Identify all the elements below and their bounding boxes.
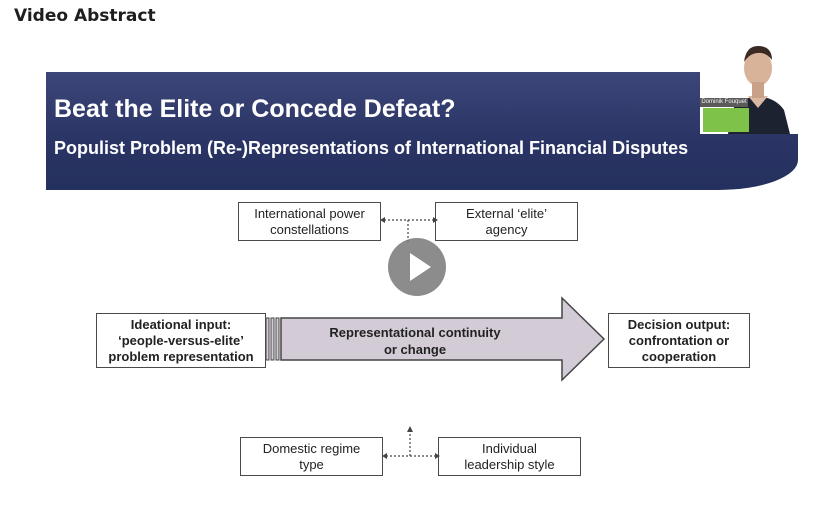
external-elite-box: External ‘elite’ agency xyxy=(435,202,578,241)
international-power-box: International power constellations xyxy=(238,202,381,241)
slide-subtitle: Populist Problem (Re-)Representations of… xyxy=(54,138,689,158)
slide-banner xyxy=(46,72,798,190)
individual-leadership-box: Individual leadership style xyxy=(438,437,581,476)
representational-arrow xyxy=(266,296,606,382)
page-title: Video Abstract xyxy=(14,6,156,26)
presenter-name-tag: Dominik Fouquet xyxy=(700,98,748,107)
bottom-connector xyxy=(382,426,440,459)
decision-output-box: Decision output: confrontation or cooper… xyxy=(608,313,750,368)
domestic-regime-box: Domestic regime type xyxy=(240,437,383,476)
arrow-label: Representational continuity or change xyxy=(329,325,501,357)
slide-title: Beat the Elite or Concede Defeat? xyxy=(54,95,456,123)
ideational-input-box: Ideational input: ‘people-versus-elite’ … xyxy=(96,313,266,368)
top-connector xyxy=(380,217,438,242)
play-icon[interactable] xyxy=(410,253,431,281)
webcam-green-block xyxy=(703,108,749,132)
video-player[interactable]: Beat the Elite or Concede Defeat? Populi… xyxy=(10,38,822,504)
